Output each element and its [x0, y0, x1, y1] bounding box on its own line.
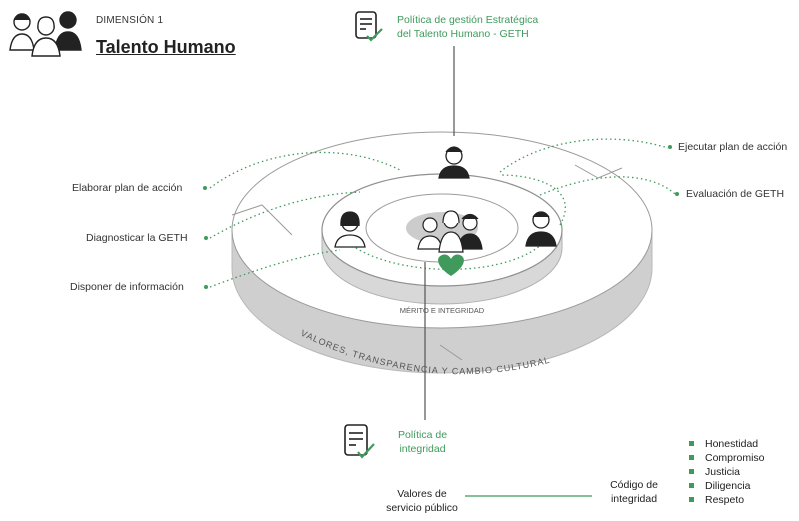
value-label: Justicia: [705, 466, 741, 478]
people-group-center-icon: [417, 210, 483, 253]
values-list: Honestidad Compromiso Justicia Diligenci…: [687, 437, 765, 507]
dot-diagnosticar: [204, 236, 208, 240]
list-item: Respeto: [687, 493, 765, 507]
step-disponer: Disponer de información: [70, 281, 184, 293]
policy-integrity-line1: Política de: [398, 429, 448, 441]
list-item: Justicia: [687, 465, 765, 479]
value-label: Compromiso: [705, 452, 765, 464]
step-elaborar: Elaborar plan de acción: [72, 182, 183, 194]
list-item: Diligencia: [687, 479, 765, 493]
code-line1: Código de: [610, 479, 658, 491]
list-item: Honestidad: [687, 437, 765, 451]
bullet-icon: [689, 483, 694, 488]
dimension-label: DIMENSIÓN 1: [96, 15, 164, 26]
policy-geth-line1: Política de gestión Estratégica: [397, 14, 539, 26]
code-line2: integridad: [610, 493, 658, 505]
policy-geth: Política de gestión Estratégica del Tale…: [397, 13, 538, 41]
outer-notch-bottom: [439, 344, 463, 361]
person-right-icon: [525, 211, 557, 247]
document-check-icon-integrity: [344, 424, 375, 459]
integrity-code: Código de integridad: [601, 478, 667, 506]
bullet-icon: [689, 497, 694, 502]
outer-notch-right: [574, 164, 623, 179]
inner-ring-label: MÉRITO E INTEGRIDAD: [400, 306, 485, 315]
step-evaluacion: Evaluación de GETH: [686, 188, 785, 200]
public-service-values: Valores de servicio público: [380, 487, 464, 515]
value-label: Respeto: [705, 494, 745, 506]
document-check-icon: [355, 11, 383, 42]
policy-geth-line2: del Talento Humano - GETH: [397, 28, 529, 40]
person-top-icon: [438, 146, 470, 179]
heart-icon: [438, 254, 464, 276]
public-values-line2: servicio público: [386, 502, 458, 514]
policy-integrity-line2: integridad: [399, 443, 446, 455]
cycle-arrows: [209, 138, 676, 288]
person-left-icon: [334, 211, 366, 248]
public-values-line1: Valores de: [397, 488, 447, 500]
bullet-icon: [689, 455, 694, 460]
value-label: Honestidad: [705, 438, 759, 450]
bullet-icon: [689, 469, 694, 474]
dimension-title: Talento Humano: [96, 37, 236, 57]
step-diagnosticar: Diagnosticar la GETH: [86, 232, 188, 244]
dot-ejecutar: [668, 145, 672, 149]
bullet-icon: [689, 441, 694, 446]
policy-integrity: Política de integridad: [398, 428, 447, 456]
dot-elaborar: [203, 186, 207, 190]
list-item: Compromiso: [687, 451, 765, 465]
dot-evaluacion: [675, 192, 679, 196]
dot-disponer: [204, 285, 208, 289]
value-label: Diligencia: [705, 480, 751, 492]
outer-notch-left: [231, 204, 293, 236]
people-group-icon: [9, 11, 82, 57]
step-ejecutar: Ejecutar plan de acción: [678, 141, 788, 153]
